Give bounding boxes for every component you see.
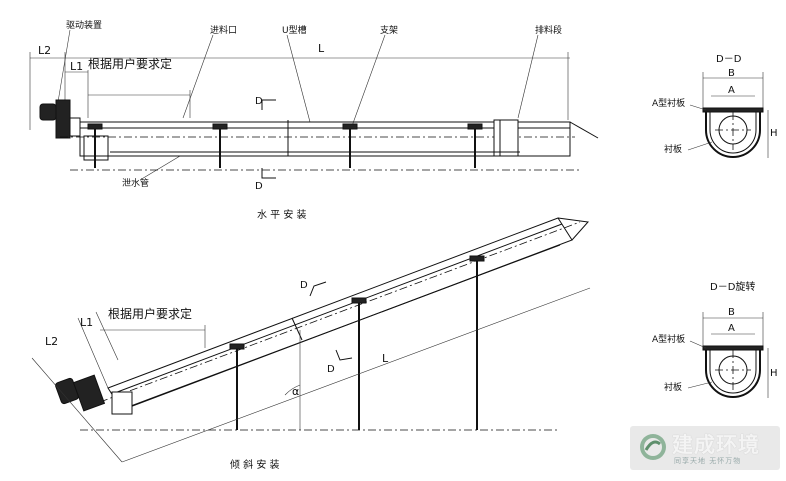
logo-emblem-icon	[640, 434, 666, 460]
flange-bottom	[702, 345, 764, 351]
watermark-title: 建成环境	[672, 433, 760, 457]
label-B-top: B	[728, 68, 735, 79]
label-outlet: 排料段	[535, 24, 562, 36]
trough-body	[79, 121, 571, 157]
leader-drain	[139, 155, 181, 181]
support-cap	[351, 297, 367, 304]
label-inclined-L: L	[382, 352, 389, 365]
support-cap	[229, 343, 245, 350]
label-L2: L2	[38, 44, 51, 57]
caption-horizontal: 水 平 安 装	[257, 208, 307, 221]
label-plate-bottom: 衬板	[664, 381, 682, 393]
dim-inclined-L	[121, 287, 591, 463]
outlet-chute	[569, 121, 599, 139]
leader-drive	[57, 29, 71, 103]
leader-support	[351, 34, 386, 127]
dim-inclined-L1	[95, 311, 119, 361]
support-cap	[467, 123, 483, 130]
label-inlet: 进料口	[210, 24, 237, 36]
label-inclined-L2: L2	[45, 335, 58, 348]
gearbox	[55, 99, 71, 139]
caption-inclined: 倾 斜 安 装	[230, 458, 280, 471]
label-drain: 泄水管	[122, 177, 149, 189]
outlet-section	[493, 119, 519, 157]
section-dd-bottom: D－D旋转 B A H A型衬板 衬板	[652, 280, 778, 398]
section-dd-top: D－D B A H A型衬板 衬板	[652, 54, 778, 158]
supports-horizontal	[87, 123, 483, 168]
leader-plate-top	[687, 141, 713, 151]
label-L: L	[318, 42, 325, 55]
section-arrow-bottom	[261, 168, 276, 179]
inclined-lip	[111, 223, 563, 395]
label-B-bottom: B	[728, 307, 735, 318]
u-trough-bottom	[705, 350, 761, 398]
label-plate-top: 衬板	[664, 143, 682, 155]
section-mark-bottom: D	[255, 181, 263, 192]
section-arrow-top	[261, 99, 276, 110]
motor-body	[39, 103, 57, 121]
coupling	[69, 117, 81, 137]
support-cap	[212, 123, 228, 130]
inclined-outlet	[557, 217, 589, 241]
label-user-spec: 根据用户要求定	[88, 56, 172, 71]
label-H-bottom: H	[770, 368, 778, 379]
section-top-header: D－D	[716, 54, 742, 65]
inclined-centerline	[99, 221, 581, 403]
leader-liner-top	[689, 104, 707, 111]
label-A-bottom: A	[728, 323, 735, 334]
flange-top	[702, 107, 764, 113]
inclined-drain	[119, 244, 561, 411]
label-support: 支架	[380, 24, 398, 36]
inclined-section-arrow-bottom	[335, 349, 353, 361]
support-cap	[87, 123, 103, 130]
leader-inlet	[182, 34, 214, 119]
inclined-flange	[291, 317, 303, 341]
horizontal-view: L2 L1 根据用户要求定 L 驱动装置 进料口 U型槽 支架 排料段 泄水管 …	[29, 19, 599, 221]
support-cap	[469, 255, 485, 262]
inclined-section-mark-bottom: D	[327, 364, 335, 375]
u-liner-bottom	[709, 350, 757, 394]
label-A-top: A	[728, 85, 735, 96]
label-trough: U型槽	[282, 24, 307, 36]
alpha-arc	[284, 384, 301, 396]
inclined-section-arrow-top	[309, 281, 327, 297]
inclined-view: 根据用户要求定 L2 L1 L α D D 倾 斜 安 装	[31, 217, 591, 471]
label-H-top: H	[770, 128, 778, 139]
dim-inclined-L1-ext	[77, 317, 109, 389]
label-alpha: α	[292, 385, 299, 398]
section-mark-top: D	[255, 96, 263, 107]
inclined-gearbox	[72, 374, 106, 412]
inclined-base	[111, 391, 133, 415]
label-L1: L1	[70, 60, 83, 73]
u-liner-top	[709, 112, 757, 154]
watermark-subtitle: 同享天地 无怀万物	[674, 457, 742, 465]
label-inclined-L1: L1	[80, 316, 93, 329]
label-inclined-user-spec: 根据用户要求定	[108, 306, 192, 321]
supports-inclined	[229, 255, 485, 430]
inclined-section-mark-top: D	[300, 280, 308, 291]
watermark-logo: 建成环境 同享天地 无怀万物	[630, 426, 780, 470]
u-trough-top	[705, 112, 761, 158]
label-drive: 驱动装置	[66, 19, 102, 31]
label-liner-top: A型衬板	[652, 97, 685, 109]
section-bottom-header: D－D旋转	[710, 280, 755, 293]
support-cap	[342, 123, 358, 130]
dim-inclined-L2	[31, 357, 123, 463]
leader-liner-bottom	[689, 340, 707, 349]
label-liner-bottom: A型衬板	[652, 333, 685, 345]
leader-plate-bottom	[687, 381, 713, 389]
leader-trough	[286, 34, 311, 123]
leader-outlet	[517, 34, 539, 119]
